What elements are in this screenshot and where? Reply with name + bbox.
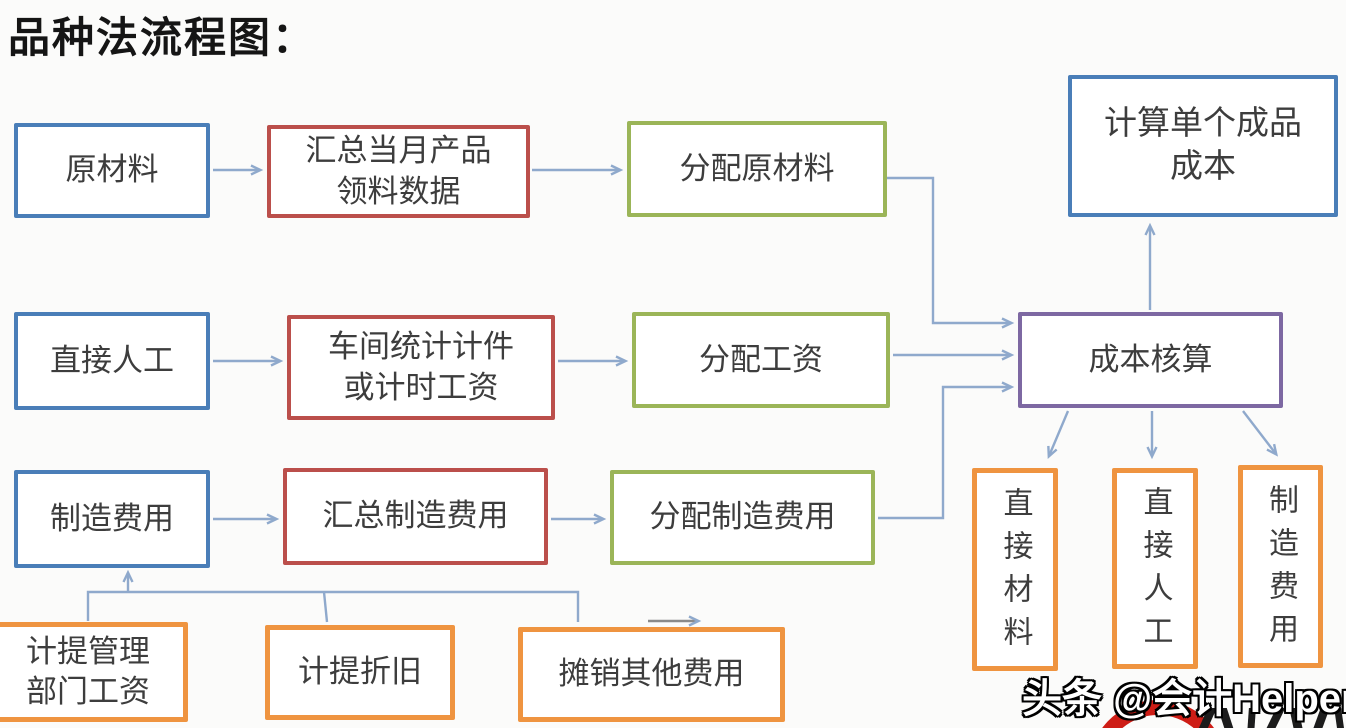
- amortize-other-box: 摊销其他费用: [518, 627, 785, 722]
- allocate-raw-materials-box: 分配原材料: [627, 121, 887, 217]
- connector-allocate-mfg-to-cost: [878, 381, 1015, 520]
- collect-monthly-usage-box: 汇总当月产品 领料数据: [267, 125, 530, 218]
- connector-depreciation-drop: [322, 591, 329, 623]
- cost-item-direct-labor-box: 直接人工: [1112, 468, 1198, 669]
- workshop-wages-box: 车间统计计件 或计时工资: [287, 315, 555, 420]
- direct-labor-box: 直接人工: [14, 312, 210, 410]
- allocate-wages-box: 分配工资: [632, 312, 890, 408]
- cost-item-mfg-overhead-box: 制造费用: [1238, 465, 1323, 668]
- connector-allocate-raw-to-cost: [884, 176, 1015, 329]
- connector-bottom-manifold: [86, 590, 580, 622]
- watermark-text: 头条 @会计Helper: [1022, 677, 1346, 721]
- collect-mfg-overhead-box: 汇总制造费用: [283, 468, 548, 565]
- cost-accounting-box: 成本核算: [1018, 312, 1283, 408]
- accrue-depreciation-box: 计提折旧: [265, 625, 455, 720]
- allocate-mfg-overhead-box: 分配制造费用: [610, 470, 875, 565]
- cost-item-direct-materials-box: 直接材料: [972, 468, 1058, 671]
- raw-materials-box: 原材料: [14, 123, 210, 218]
- arrow-cost-to-direct-materials: [1047, 410, 1070, 460]
- calc-unit-cost-box: 计算单个成品 成本: [1068, 75, 1338, 217]
- accrue-admin-wages-box: 计提管理 部门工资: [0, 622, 188, 722]
- page-title: 品种法流程图：: [8, 14, 317, 61]
- mfg-overhead-box: 制造费用: [14, 470, 210, 568]
- arrow-cost-to-mfg-overhead: [1242, 410, 1279, 457]
